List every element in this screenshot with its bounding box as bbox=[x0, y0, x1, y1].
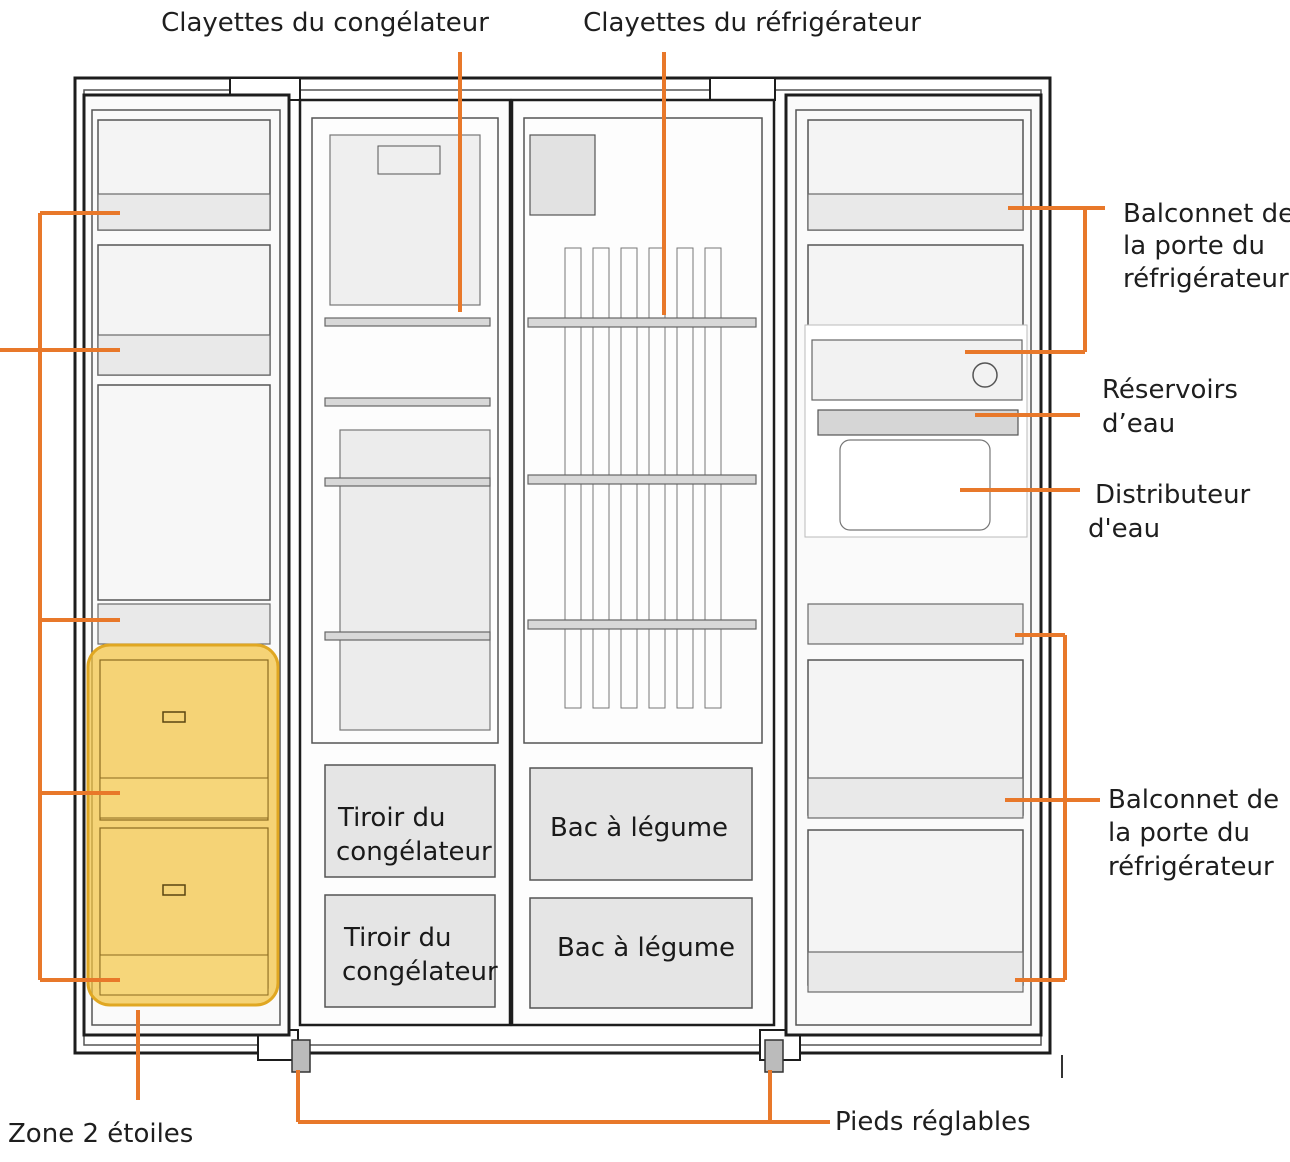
two-star-zone bbox=[86, 643, 280, 1007]
bin-handle-icon bbox=[162, 884, 186, 896]
left-foot-icon bbox=[291, 1039, 311, 1073]
label-fridge-door-balcony-top-1: Balconnet de bbox=[1123, 199, 1290, 229]
label-crisper-1: Bac à légume bbox=[550, 813, 728, 843]
label-fridge-door-balcony-top-3: réfrigérateur bbox=[1123, 264, 1289, 294]
label-water-dispenser-2: d'eau bbox=[1088, 514, 1160, 544]
label-water-tanks-2: d’eau bbox=[1102, 409, 1175, 439]
label-fridge-door-balcony-bottom-2: la porte du bbox=[1108, 818, 1250, 848]
label-fridge-door-balcony-bottom-3: réfrigérateur bbox=[1108, 852, 1274, 882]
right-foot-icon bbox=[764, 1039, 784, 1073]
label-fridge-shelves: Clayettes du réfrigérateur bbox=[583, 8, 921, 38]
label-two-star-zone: Zone 2 étoiles bbox=[8, 1119, 193, 1149]
label-fridge-door-balcony-top-2: la porte du bbox=[1123, 231, 1265, 261]
label-water-tanks-1: Réservoirs bbox=[1102, 375, 1238, 405]
label-water-dispenser-1: Distributeur bbox=[1095, 480, 1251, 510]
label-adjustable-feet: Pieds réglables bbox=[835, 1107, 1031, 1137]
label-freezer-shelves: Clayettes du congélateur bbox=[161, 8, 489, 38]
fridge-door bbox=[784, 93, 1043, 1037]
label-crisper-2: Bac à légume bbox=[557, 933, 735, 963]
freezer-compartment bbox=[298, 98, 512, 1027]
tap-knob-icon bbox=[972, 362, 998, 388]
label-freezer-drawer-2-line1: Tiroir du bbox=[343, 923, 452, 953]
label-freezer-drawer-2-line2: congélateur bbox=[342, 957, 498, 987]
fridge-compartment bbox=[510, 98, 776, 1027]
label-fridge-door-balcony-bottom-1: Balconnet de bbox=[1108, 785, 1279, 815]
label-freezer-drawer-1-line2: congélateur bbox=[336, 837, 492, 867]
leader-lines bbox=[0, 52, 1105, 1124]
label-freezer-drawer-1-line1: Tiroir du bbox=[337, 803, 446, 833]
bin-handle-icon bbox=[162, 711, 186, 723]
